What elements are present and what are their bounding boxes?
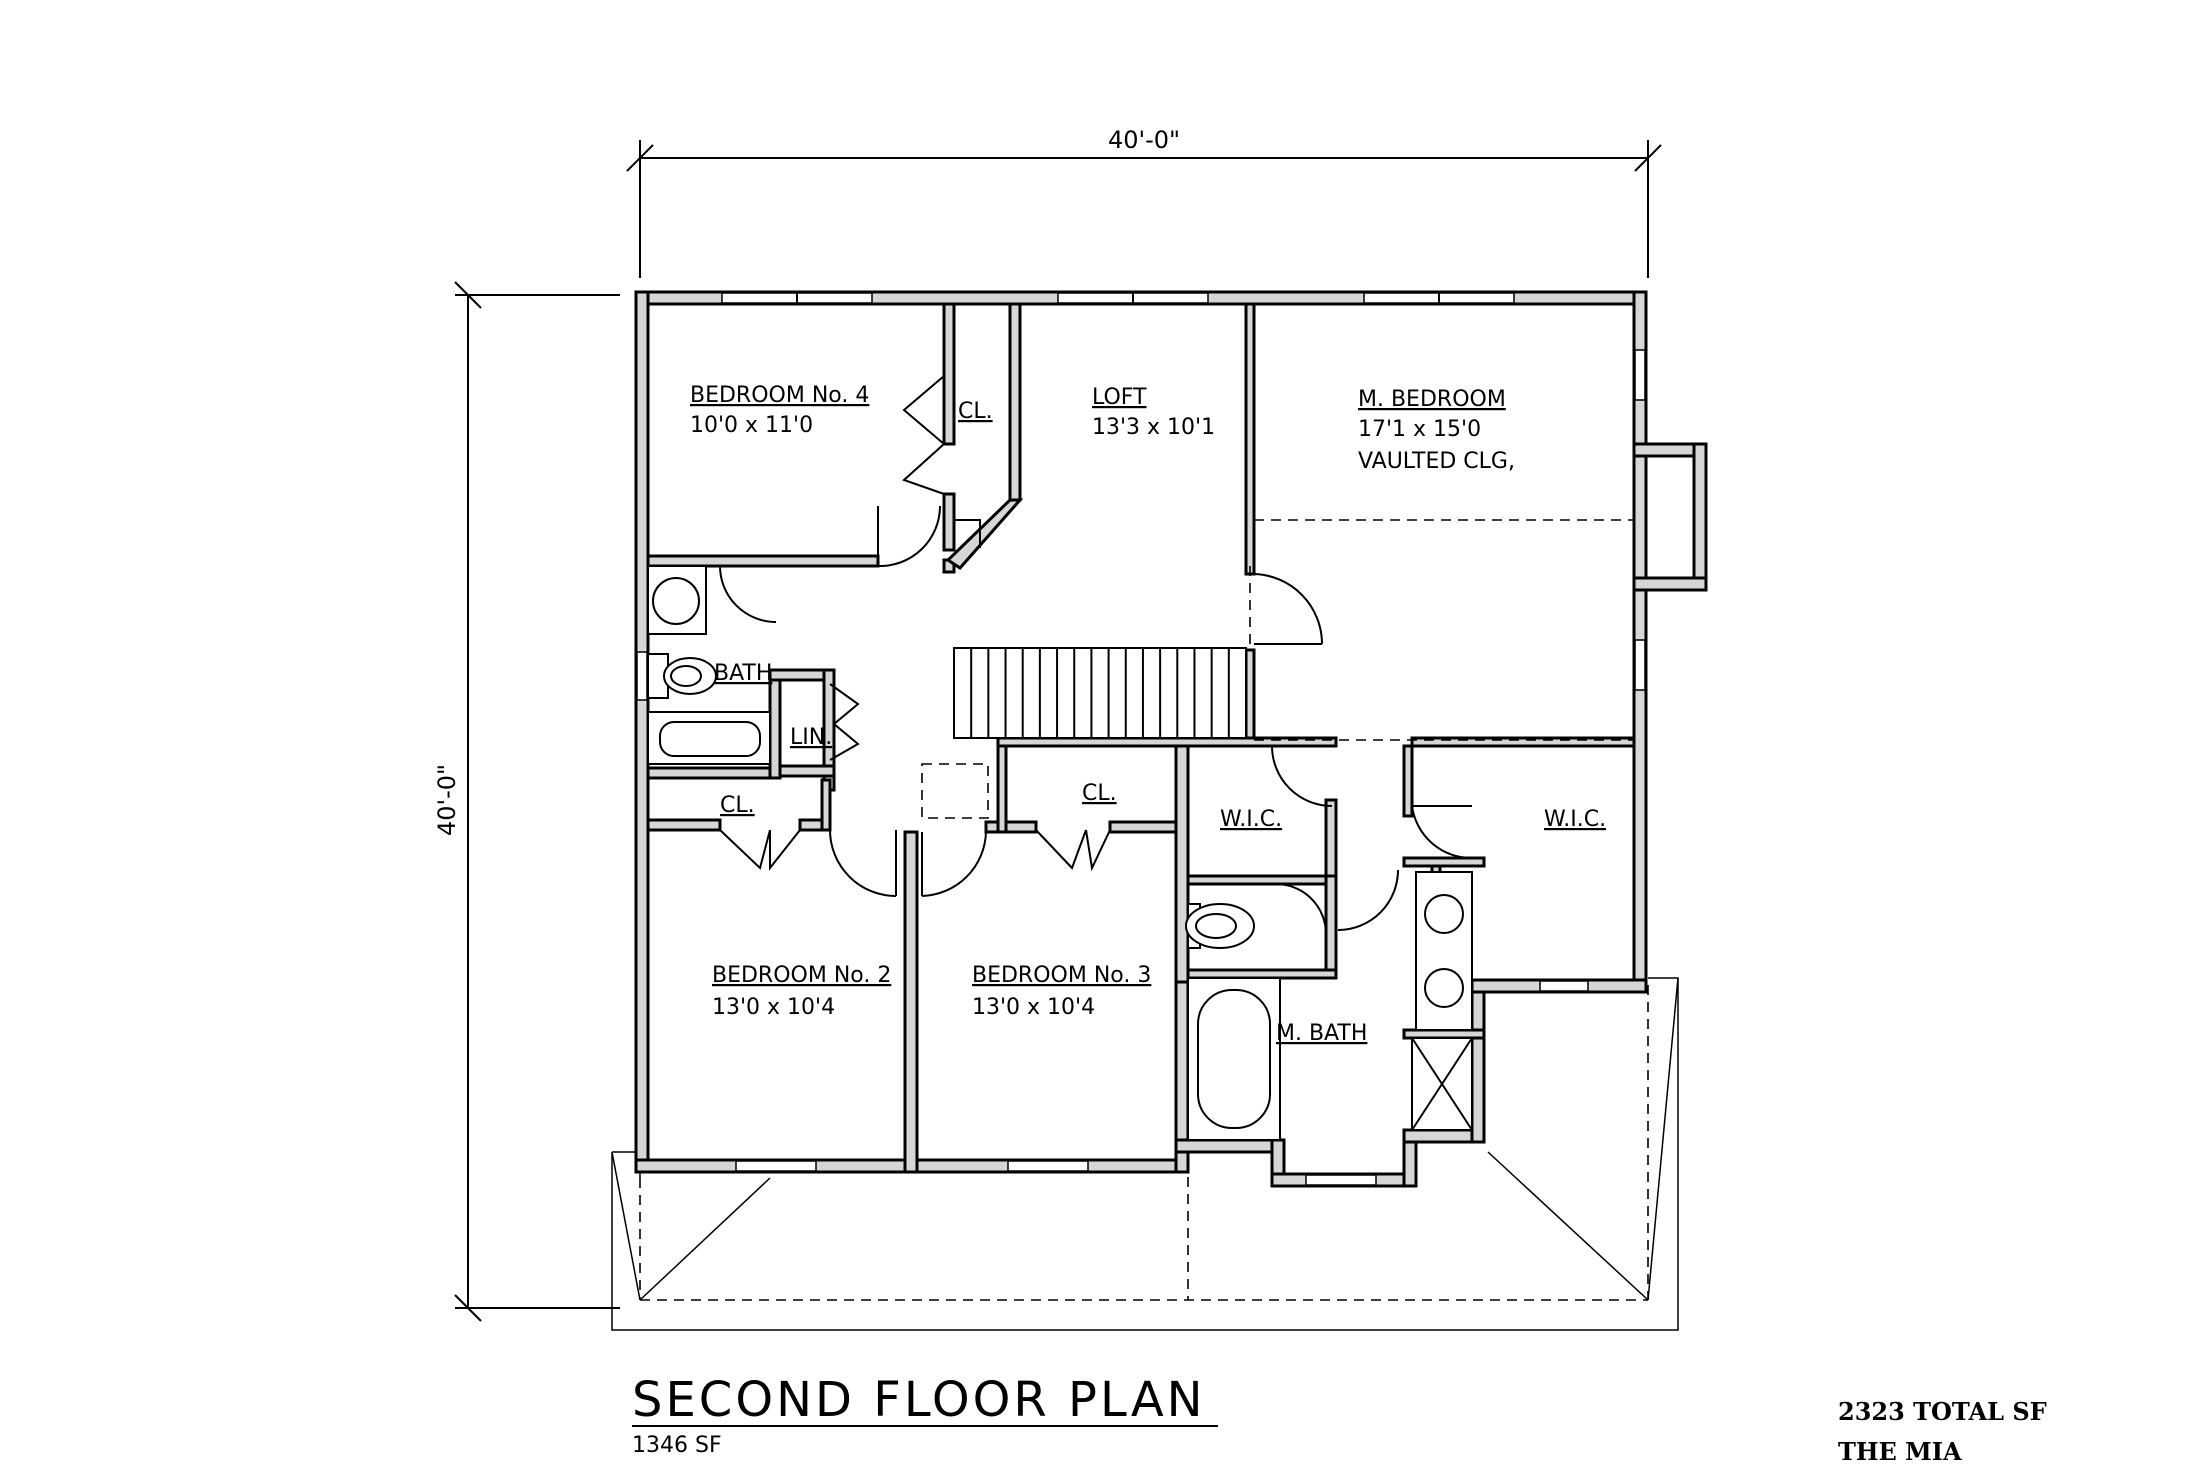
plan-square-feet: 1346 SF (632, 1433, 722, 1458)
wic1-name: W.I.C. (1220, 807, 1282, 832)
dashed-lines (921, 519, 1634, 819)
closet2-name: CL. (720, 793, 755, 818)
windows (636, 292, 1646, 1186)
closet4-name: CL. (958, 399, 993, 424)
closet3-name: CL. (1082, 781, 1117, 806)
total-square-feet: 2323 TOTAL SF (1838, 1397, 2047, 1426)
master-note: VAULTED CLG, (1358, 449, 1515, 474)
dimension-lines (454, 140, 1662, 1322)
bedroom4-dims: 10'0 x 11'0 (690, 413, 813, 438)
wic2-name: W.I.C. (1544, 807, 1606, 832)
master-name: M. BEDROOM (1358, 387, 1506, 412)
title-block: SECOND FLOOR PLAN 1346 SF 2323 TOTAL SF … (632, 1372, 2047, 1466)
mbath-name: M. BATH (1276, 1021, 1367, 1046)
height-dimension: 40'-0" (433, 764, 461, 836)
bedroom3-dims: 13'0 x 10'4 (972, 995, 1095, 1020)
linen-name: LIN. (790, 725, 832, 750)
lower-roof-outline (611, 977, 1679, 1331)
door-swings (719, 375, 1473, 935)
room-labels: BEDROOM No. 4 10'0 x 11'0 CL. LOFT 13'3 … (690, 383, 1606, 1046)
staircase (953, 647, 1247, 739)
plan-name: THE MIA (1838, 1437, 1962, 1466)
bedroom2-dims: 13'0 x 10'4 (712, 995, 835, 1020)
bedroom2-name: BEDROOM No. 2 (712, 963, 891, 988)
bedroom4-name: BEDROOM No. 4 (690, 383, 869, 408)
width-dimension: 40'-0" (1108, 126, 1180, 154)
bath-name: BATH (714, 661, 772, 686)
plumbing-fixtures (647, 565, 1473, 1141)
loft-name: LOFT (1092, 385, 1147, 410)
loft-dims: 13'3 x 10'1 (1092, 415, 1215, 440)
plan-title: SECOND FLOOR PLAN (632, 1372, 1206, 1428)
bedroom3-name: BEDROOM No. 3 (972, 963, 1151, 988)
master-dims: 17'1 x 15'0 (1358, 417, 1481, 442)
interior-walls (646, 302, 1636, 1174)
